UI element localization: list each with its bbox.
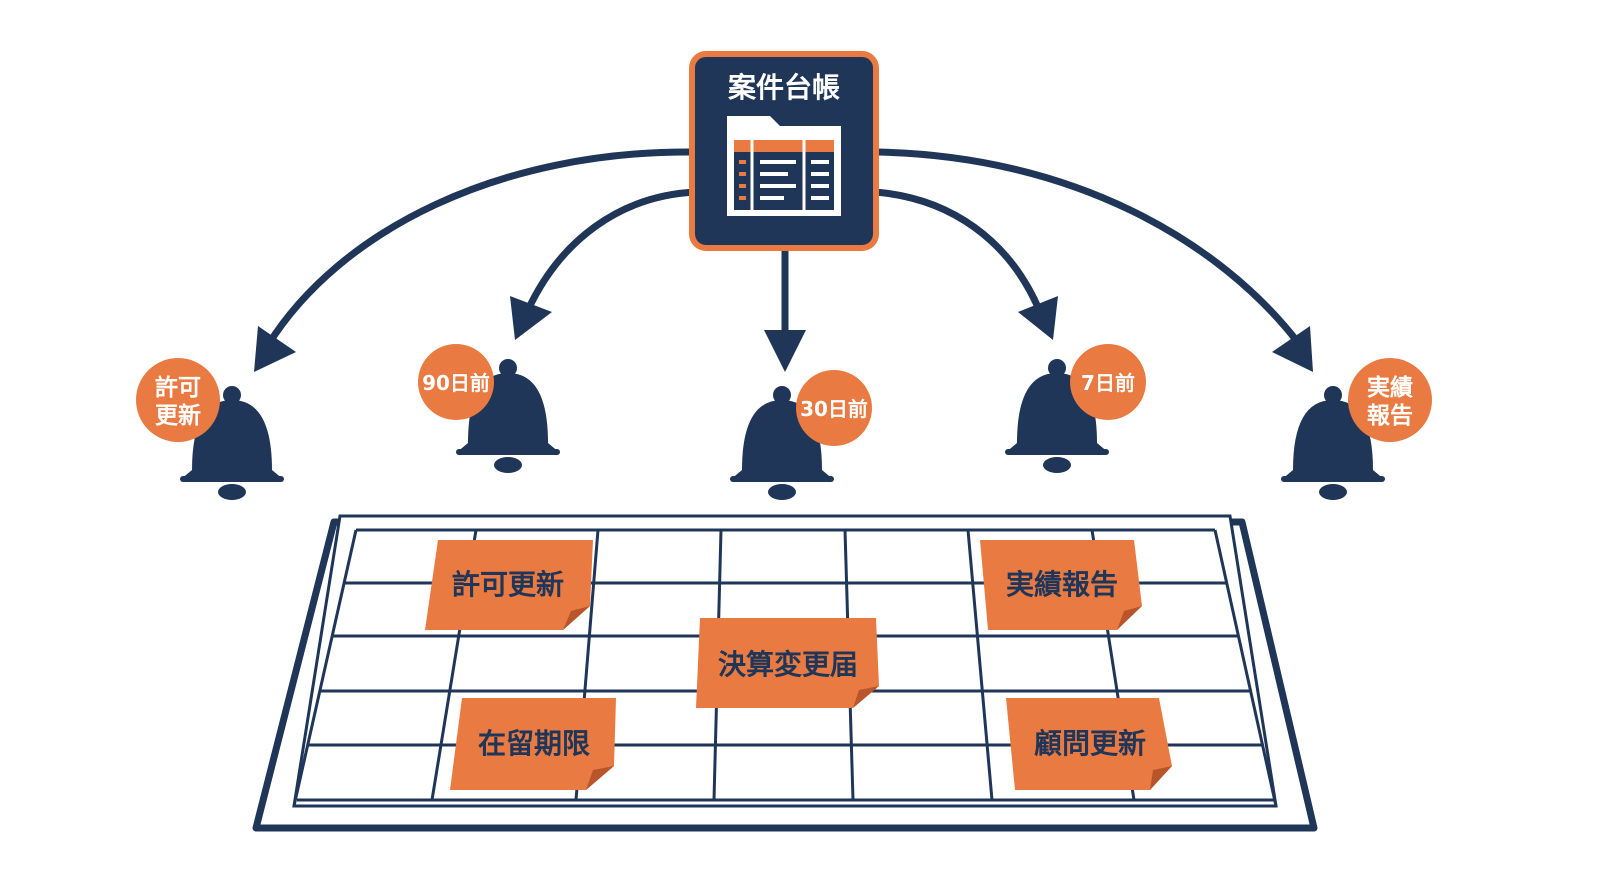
arrow-to-bell-1 — [264, 148, 699, 349]
arrow-head-3 — [764, 330, 806, 372]
reminder-badge: 7日前 — [1070, 344, 1146, 420]
sticky-note: 決算変更届 — [696, 618, 879, 708]
arrow-heads — [254, 296, 1313, 372]
reminder-badge: 90日前 — [418, 344, 494, 420]
svg-text:実績報告: 実績報告 — [1006, 568, 1118, 601]
reminder-badge: 許可 更新 — [136, 358, 220, 442]
arrow-head-5 — [1272, 326, 1313, 372]
sticky-note: 許可更新 — [425, 540, 593, 630]
svg-text:30日前: 30日前 — [800, 397, 868, 421]
svg-text:報告: 報告 — [1367, 402, 1413, 429]
svg-text:在留期限: 在留期限 — [478, 727, 590, 760]
folder-table-icon — [727, 116, 841, 216]
svg-text:許可更新: 許可更新 — [452, 568, 564, 601]
svg-text:7日前: 7日前 — [1081, 371, 1135, 395]
sticky-note: 在留期限 — [450, 698, 616, 790]
svg-text:許可: 許可 — [155, 374, 201, 401]
connector-arrows — [264, 148, 1304, 349]
svg-text:決算変更届: 決算変更届 — [718, 648, 858, 681]
ledger-box: 案件台帳 — [689, 51, 879, 251]
arrow-to-bell-2 — [523, 188, 699, 316]
arrow-to-bell-5 — [871, 148, 1304, 349]
svg-text:90日前: 90日前 — [422, 371, 490, 395]
arrow-head-4 — [1018, 296, 1058, 340]
reminder-badge: 30日前 — [796, 370, 872, 446]
arrow-to-bell-4 — [871, 188, 1044, 316]
arrow-head-2 — [510, 296, 552, 340]
sticky-note: 実績報告 — [980, 540, 1142, 630]
ledger-title: 案件台帳 — [728, 71, 840, 104]
sticky-note: 顧問更新 — [1006, 698, 1172, 790]
reminder-badge: 実績 報告 — [1348, 358, 1432, 442]
bells — [180, 359, 1385, 500]
arrow-head-1 — [254, 326, 296, 372]
svg-text:実績: 実績 — [1367, 374, 1413, 401]
svg-text:顧問更新: 顧問更新 — [1034, 727, 1146, 760]
svg-text:更新: 更新 — [155, 402, 201, 429]
